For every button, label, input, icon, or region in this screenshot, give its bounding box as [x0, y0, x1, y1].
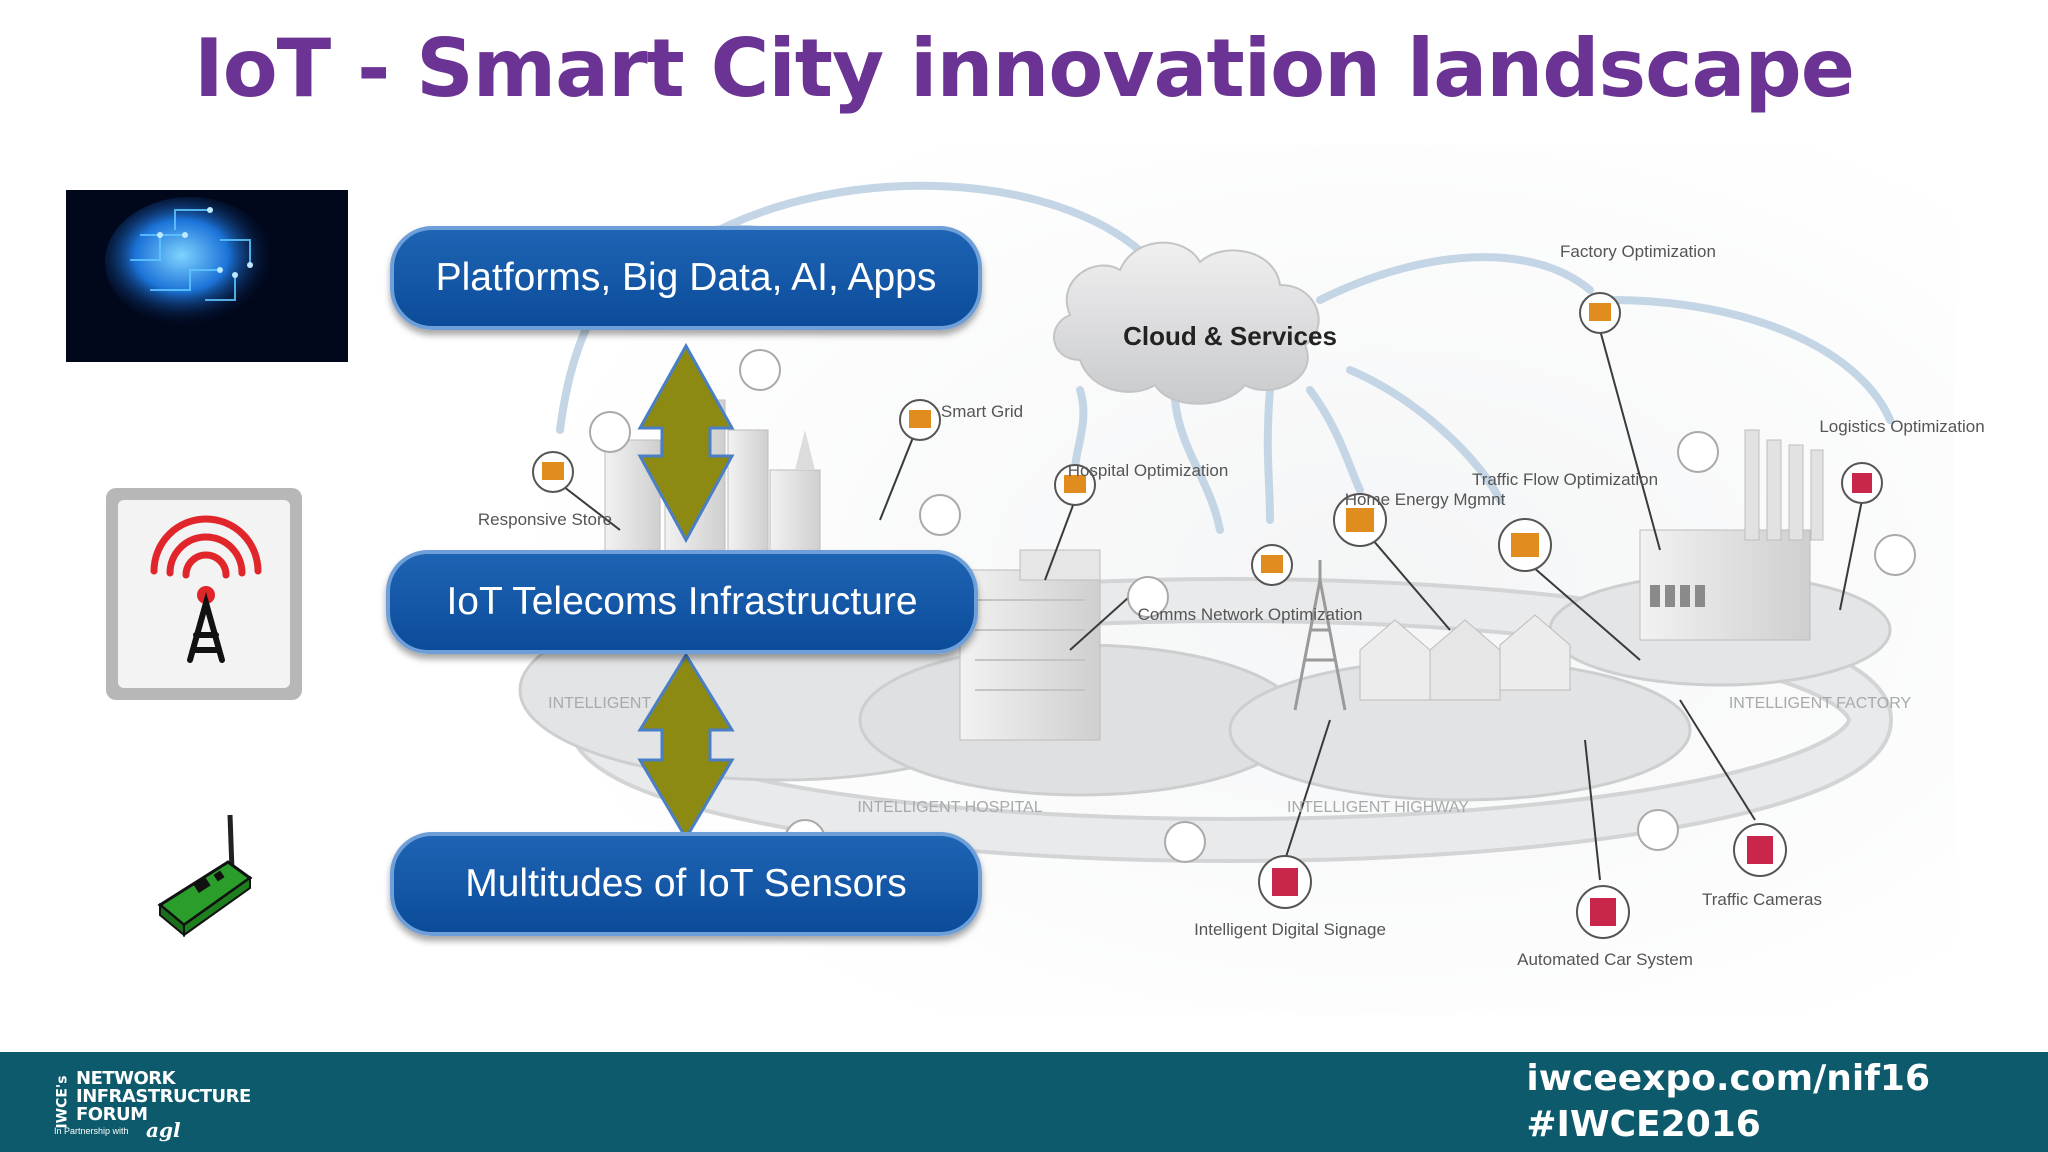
logo-line-1: NETWORK — [76, 1068, 176, 1089]
label-traffic-cameras: Traffic Cameras — [1702, 890, 1822, 909]
label-signage: Intelligent Digital Signage — [1194, 920, 1386, 939]
footer-url[interactable]: iwceexpo.com/nif16 — [1526, 1058, 1930, 1099]
label-traffic-flow: Traffic Flow Optimization — [1472, 470, 1658, 489]
cloud-services — [1053, 241, 1320, 405]
logo-line-3: FORUM — [76, 1104, 148, 1125]
logo-brand: agl — [146, 1118, 181, 1142]
orange-sensor-nodes — [532, 292, 1621, 586]
page-title: IoT - Smart City innovation landscape — [193, 22, 1855, 115]
network-infrastructure-forum-logo: NETWORK INFRASTRUCTURE FORUM IWCE's In P… — [54, 1066, 251, 1143]
radio-tower-icon — [106, 488, 302, 700]
cloud-label: Cloud & Services — [1123, 321, 1337, 351]
logo-tag: IWCE's — [54, 1075, 71, 1129]
platforms-layer-box: Platforms, Big Data, AI, Apps — [390, 226, 982, 330]
brain-circuit-icon — [66, 190, 348, 362]
zone-factory: INTELLIGENT FACTORY — [1729, 695, 1912, 712]
double-arrow-upper — [637, 342, 735, 544]
sensor-device-icon — [157, 814, 253, 938]
radio-mast — [1293, 560, 1347, 711]
label-responsive-store: Responsive Store — [478, 510, 612, 529]
red-sensor-nodes — [1258, 462, 1883, 939]
telecoms-layer-box: IoT Telecoms Infrastructure — [386, 550, 978, 654]
label-logistics: Logistics Optimization — [1819, 417, 1984, 436]
label-car-system: Automated Car System — [1517, 950, 1693, 969]
sensors-layer-box: Multitudes of IoT Sensors — [390, 832, 982, 936]
footer-hashtag: #IWCE2016 — [1526, 1104, 1761, 1145]
label-hospital: Hospital Optimization — [1068, 461, 1229, 480]
label-factory: Factory Optimization — [1560, 242, 1716, 261]
logo-line-2: INFRASTRUCTURE — [76, 1086, 251, 1107]
logo-partner: In Partnership with — [54, 1126, 129, 1136]
zone-hospital: INTELLIGENT HOSPITAL — [857, 799, 1042, 816]
label-home-energy: Home Energy Mgmnt — [1345, 490, 1506, 509]
label-smart-grid: Smart Grid — [941, 402, 1023, 421]
hospital-building — [975, 599, 1085, 691]
zone-highway: INTELLIGENT HIGHWAY — [1287, 799, 1469, 816]
label-comms: Comms Network Optimization — [1138, 605, 1363, 624]
homes — [1359, 614, 1571, 701]
footer-links: iwceexpo.com/nif16 #IWCE2016 — [1526, 1056, 1930, 1148]
factory-building — [1639, 429, 1824, 641]
footer-bar — [0, 1052, 2048, 1152]
